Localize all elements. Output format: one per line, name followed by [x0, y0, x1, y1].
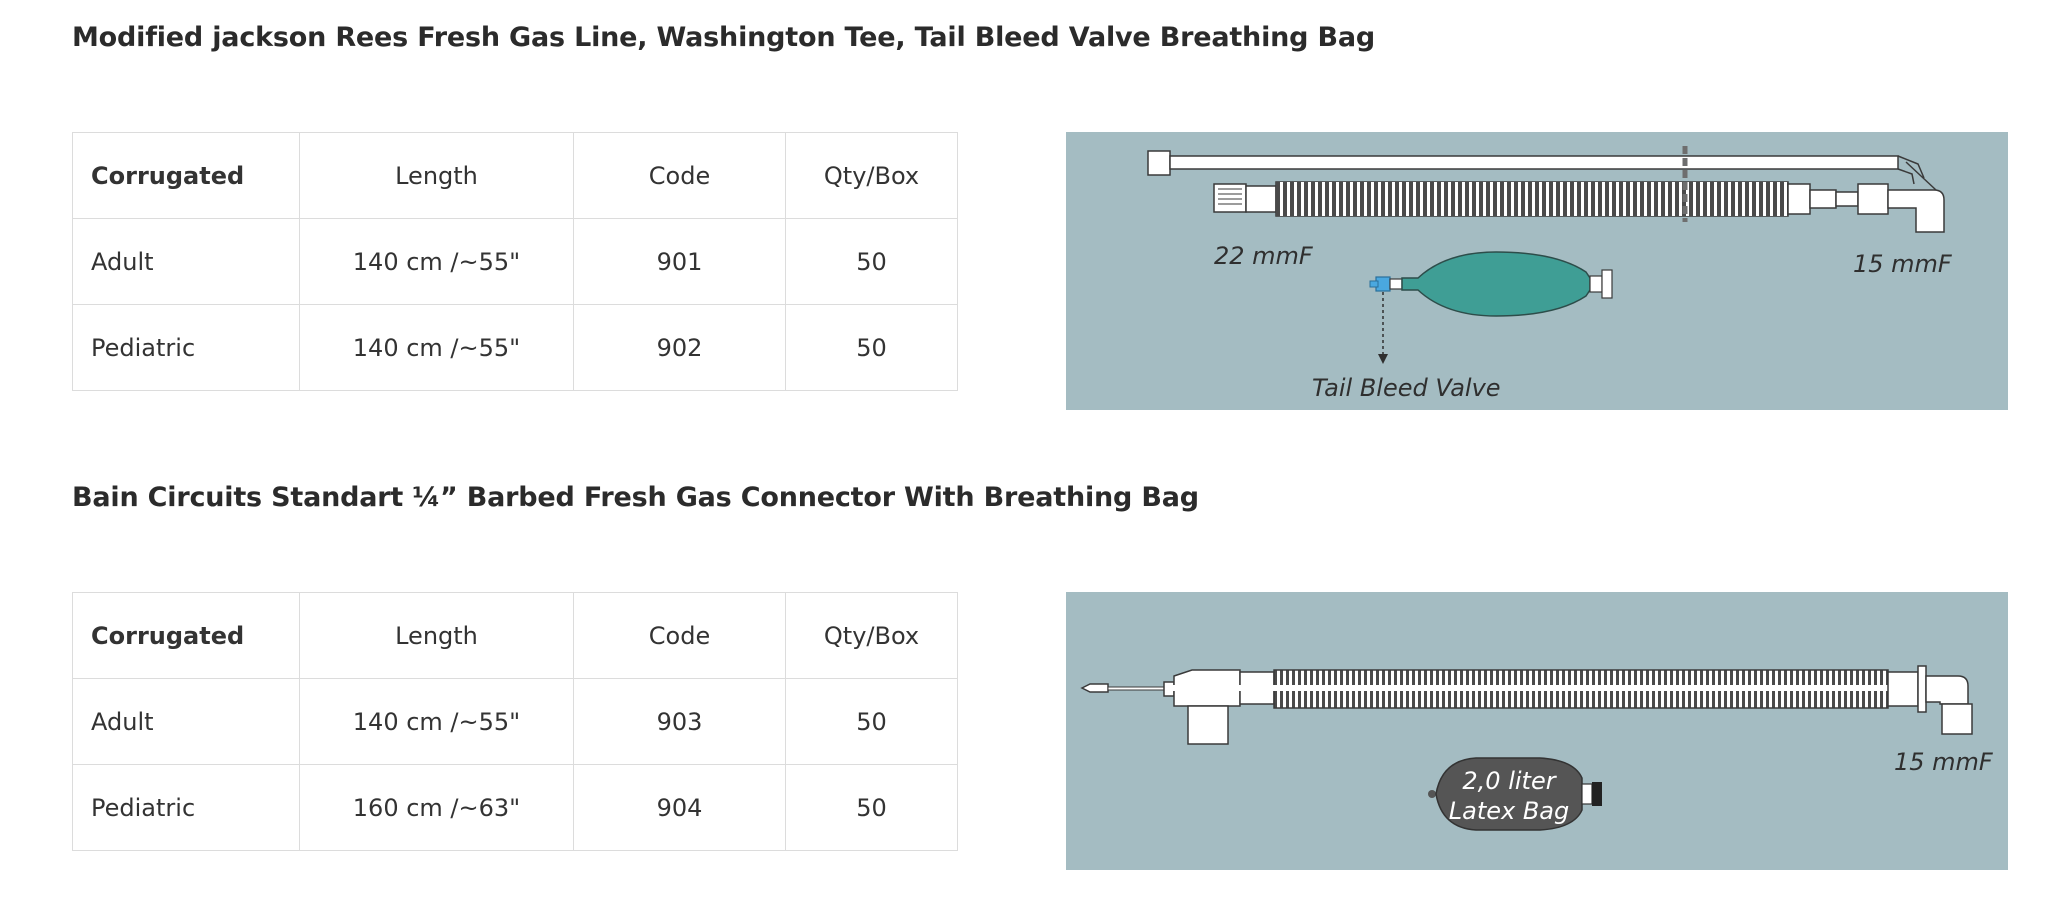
header-qty-box: Qty/Box: [785, 132, 958, 219]
header-length: Length: [299, 592, 574, 679]
cell-code: 904: [573, 764, 786, 851]
jackson-rees-circuit-image: 22 mmF 15 mmF Tail Bleed Valve: [1066, 132, 2008, 410]
section-1-title: Modified jackson Rees Fresh Gas Line, Wa…: [72, 22, 1376, 53]
cell-length: 160 cm /~63": [299, 764, 574, 851]
header-corrugated: Corrugated: [72, 592, 300, 679]
label-bag-volume: 2,0 liter: [1462, 767, 1557, 795]
cell-type: Adult: [72, 218, 300, 305]
cell-length: 140 cm /~55": [299, 218, 574, 305]
bain-circuit-image: 15 mmF 2,0 liter Latex Bag: [1066, 592, 2008, 870]
cell-code: 902: [573, 304, 786, 391]
cell-type: Pediatric: [72, 764, 300, 851]
table-row: Pediatric 160 cm /~63" 904 50: [72, 764, 958, 851]
label-22-mmf: 22 mmF: [1214, 242, 1314, 270]
cell-code: 901: [573, 218, 786, 305]
table-header-row: Corrugated Length Code Qty/Box: [72, 592, 958, 679]
header-length: Length: [299, 132, 574, 219]
section-2-spec-table: Corrugated Length Code Qty/Box Adult 140…: [72, 592, 958, 851]
header-qty-box: Qty/Box: [785, 592, 958, 679]
section-1-spec-table: Corrugated Length Code Qty/Box Adult 140…: [72, 132, 958, 391]
cell-qty: 50: [785, 304, 958, 391]
label-latex-bag: Latex Bag: [1449, 797, 1570, 825]
table-header-row: Corrugated Length Code Qty/Box: [72, 132, 958, 219]
cell-qty: 50: [785, 678, 958, 765]
header-code: Code: [573, 132, 786, 219]
table-row: Adult 140 cm /~55" 903 50: [72, 678, 958, 765]
label-15-mmf: 15 mmF: [1853, 250, 1953, 278]
header-code: Code: [573, 592, 786, 679]
cell-qty: 50: [785, 764, 958, 851]
cell-length: 140 cm /~55": [299, 304, 574, 391]
header-corrugated: Corrugated: [72, 132, 300, 219]
label-15-mmf: 15 mmF: [1894, 748, 1994, 776]
cell-length: 140 cm /~55": [299, 678, 574, 765]
table-row: Pediatric 140 cm /~55" 902 50: [72, 304, 958, 391]
table-row: Adult 140 cm /~55" 901 50: [72, 218, 958, 305]
cell-code: 903: [573, 678, 786, 765]
cell-type: Adult: [72, 678, 300, 765]
cell-qty: 50: [785, 218, 958, 305]
section-2-title: Bain Circuits Standart ¼” Barbed Fresh G…: [72, 482, 1199, 513]
label-tail-bleed-valve: Tail Bleed Valve: [1312, 374, 1501, 402]
cell-type: Pediatric: [72, 304, 300, 391]
